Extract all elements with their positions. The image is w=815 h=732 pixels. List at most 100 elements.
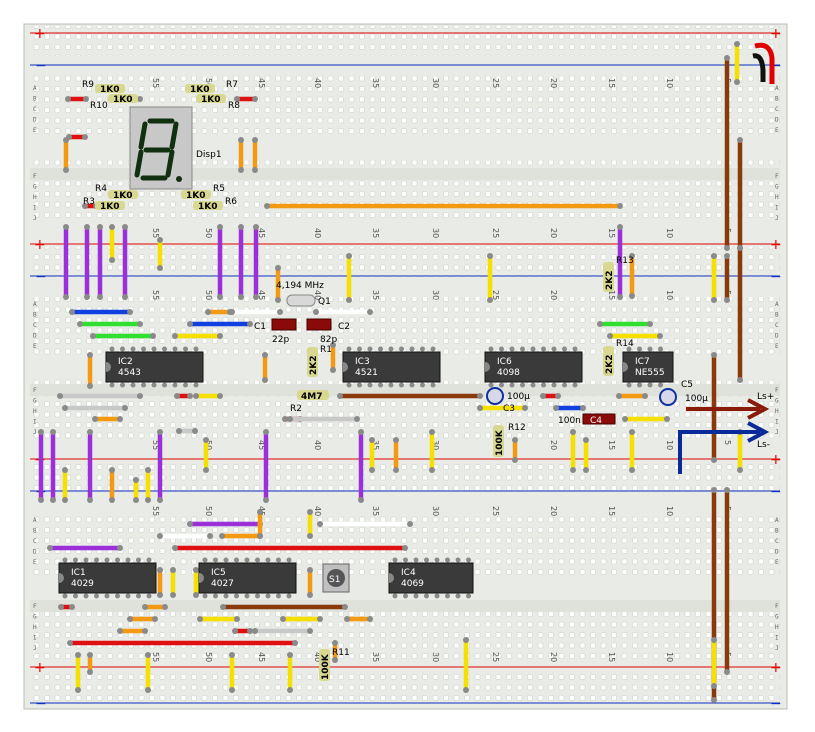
wire-end bbox=[142, 604, 148, 610]
resistor-r9[interactable] bbox=[95, 84, 125, 93]
row-letter: H bbox=[775, 624, 779, 631]
ic-pin bbox=[455, 593, 461, 599]
ic-pin bbox=[151, 346, 157, 352]
wire-end bbox=[734, 41, 740, 47]
capacitor-c3[interactable] bbox=[486, 387, 504, 405]
ic-pin bbox=[357, 382, 362, 388]
ic-ref-label: IC6 bbox=[497, 357, 512, 367]
wire-end bbox=[664, 416, 670, 422]
resistor-r14[interactable] bbox=[603, 346, 614, 376]
plus-sign: + bbox=[770, 660, 782, 676]
resistor-r3[interactable] bbox=[95, 201, 125, 210]
wire-end bbox=[657, 333, 663, 339]
ic-pin bbox=[146, 593, 152, 599]
column-number: 55 bbox=[151, 228, 160, 238]
wire-end bbox=[617, 203, 623, 209]
resistor-r2[interactable] bbox=[297, 390, 329, 400]
wire-end bbox=[238, 224, 244, 230]
wire-end bbox=[84, 224, 90, 230]
wire-end bbox=[737, 137, 743, 143]
wire-end bbox=[358, 497, 364, 503]
wire-end bbox=[220, 604, 226, 610]
wire-end bbox=[463, 637, 469, 643]
wire-end bbox=[117, 545, 123, 551]
row-letter: A bbox=[33, 517, 37, 524]
wire-end bbox=[127, 309, 133, 315]
ic-body bbox=[58, 562, 157, 594]
speaker-minus-arrow-icon bbox=[678, 421, 770, 474]
wire-end bbox=[629, 253, 635, 259]
wire-end bbox=[205, 309, 211, 315]
plus-sign: + bbox=[34, 237, 46, 253]
resistor-r12[interactable] bbox=[493, 425, 504, 457]
resistor-r5[interactable] bbox=[181, 190, 211, 199]
column-number: 50 bbox=[204, 440, 213, 450]
wire-end bbox=[57, 393, 63, 399]
column-number: 10 bbox=[665, 506, 674, 516]
row-letter: C bbox=[33, 322, 37, 329]
wire-end bbox=[172, 545, 178, 551]
c4-value: 100n bbox=[558, 416, 581, 426]
wire-end bbox=[512, 457, 518, 463]
resistor-r7[interactable] bbox=[185, 84, 215, 93]
ic-pin bbox=[647, 346, 653, 352]
wire-end bbox=[313, 309, 319, 315]
ic-pin bbox=[276, 557, 281, 563]
ic-body bbox=[198, 562, 297, 594]
wire-end bbox=[90, 333, 96, 339]
crystal-q1[interactable] bbox=[286, 294, 316, 307]
ic-pin bbox=[434, 557, 440, 563]
row-letter: J bbox=[775, 429, 779, 436]
resistor-r1[interactable] bbox=[307, 347, 318, 377]
ic-pin bbox=[509, 382, 515, 388]
column-number: 50 bbox=[204, 290, 213, 300]
minus-sign: − bbox=[35, 58, 47, 74]
column-number: 20 bbox=[549, 440, 558, 450]
resistor-r8[interactable] bbox=[196, 94, 226, 103]
wire-end bbox=[540, 393, 546, 399]
wire-end bbox=[724, 297, 730, 303]
wire-end bbox=[238, 167, 244, 173]
capacitor-c4[interactable] bbox=[582, 413, 616, 425]
row-letter: I bbox=[775, 205, 779, 212]
c5-label: C5 bbox=[681, 380, 693, 390]
column-number: 25 bbox=[491, 506, 500, 516]
ic-pin bbox=[388, 346, 394, 352]
ic-notch bbox=[199, 573, 204, 583]
resistor-r11[interactable] bbox=[319, 649, 330, 681]
wire-end bbox=[330, 367, 336, 373]
wire-end bbox=[170, 592, 176, 598]
wire-end bbox=[642, 393, 648, 399]
wire-end bbox=[75, 687, 81, 693]
capacitor-c2[interactable] bbox=[306, 318, 332, 331]
switch-knob[interactable] bbox=[327, 569, 345, 587]
row-letter: A bbox=[33, 301, 37, 308]
ic-pin bbox=[265, 557, 271, 563]
wire-end bbox=[346, 253, 352, 259]
resistor-r6[interactable] bbox=[193, 201, 223, 210]
row-letter: A bbox=[775, 85, 779, 92]
wire-end bbox=[711, 487, 717, 493]
column-number: 50 bbox=[204, 652, 213, 662]
ic-pin bbox=[647, 382, 653, 388]
row-letter: D bbox=[775, 117, 779, 124]
ls-minus-label: Ls- bbox=[757, 440, 770, 450]
ic-pin bbox=[488, 382, 494, 388]
capacitor-c5[interactable] bbox=[659, 388, 677, 406]
resistor-r10[interactable] bbox=[108, 94, 138, 103]
ic-pin bbox=[193, 346, 199, 352]
capacitor-c1[interactable] bbox=[271, 318, 297, 331]
r13-label: R13 bbox=[616, 256, 634, 266]
resistor-r13[interactable] bbox=[603, 262, 614, 292]
wire-end bbox=[117, 628, 123, 634]
resistor-r4[interactable] bbox=[108, 190, 138, 199]
column-number: 35 bbox=[371, 652, 380, 662]
wire-end bbox=[724, 487, 730, 493]
